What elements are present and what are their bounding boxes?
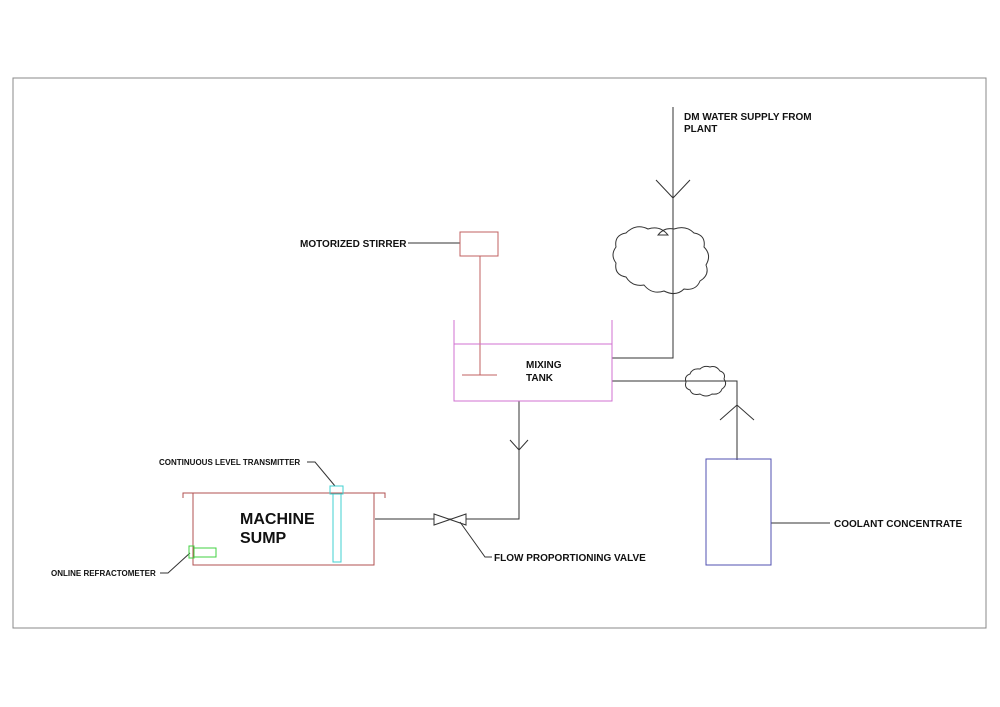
dm-water-pipe [612,107,674,359]
coolant-flow-arrow-icon [719,404,755,421]
level-transmitter-icon [329,485,344,563]
stirrer-label: MOTORIZED STIRRER [300,239,407,250]
machine-sump-label-2: SUMP [240,530,287,547]
coolant-pipe [612,380,738,460]
transmitter-label: CONTINUOUS LEVEL TRANSMITTER [159,458,300,467]
drawing-border [12,77,987,629]
flow-proportioning-valve-icon [433,513,467,526]
mixing-tank [453,320,613,402]
valve-label: FLOW PROPORTIONING VALVE [494,553,646,564]
refractometer-label: ONLINE REFRACTOMETER [51,569,156,578]
mixing-tank-label: MIXING [526,360,562,371]
coolant-concentrate-tank [705,458,772,566]
mixing-tank-label-2: TANK [526,373,554,384]
refractometer-icon [188,545,217,559]
motorized-stirrer [459,231,499,376]
mixing-tank-outlet-pipe [375,401,520,520]
coolant-label: COOLANT CONCENTRATE [834,519,962,530]
cloud-revision-large [612,226,710,295]
transmitter-leader [307,461,336,487]
valve-leader [459,521,492,558]
cloud-revision-small [685,365,727,397]
dm-water-label-2: PLANT [684,124,717,135]
dm-water-label: DM WATER SUPPLY FROM [684,112,812,123]
dm-flow-arrow-icon [655,179,691,199]
machine-sump-label: MACHINE [240,511,315,528]
machine-sump [182,492,386,566]
outlet-flow-arrow-icon [509,439,529,451]
refractometer-leader [160,552,191,574]
